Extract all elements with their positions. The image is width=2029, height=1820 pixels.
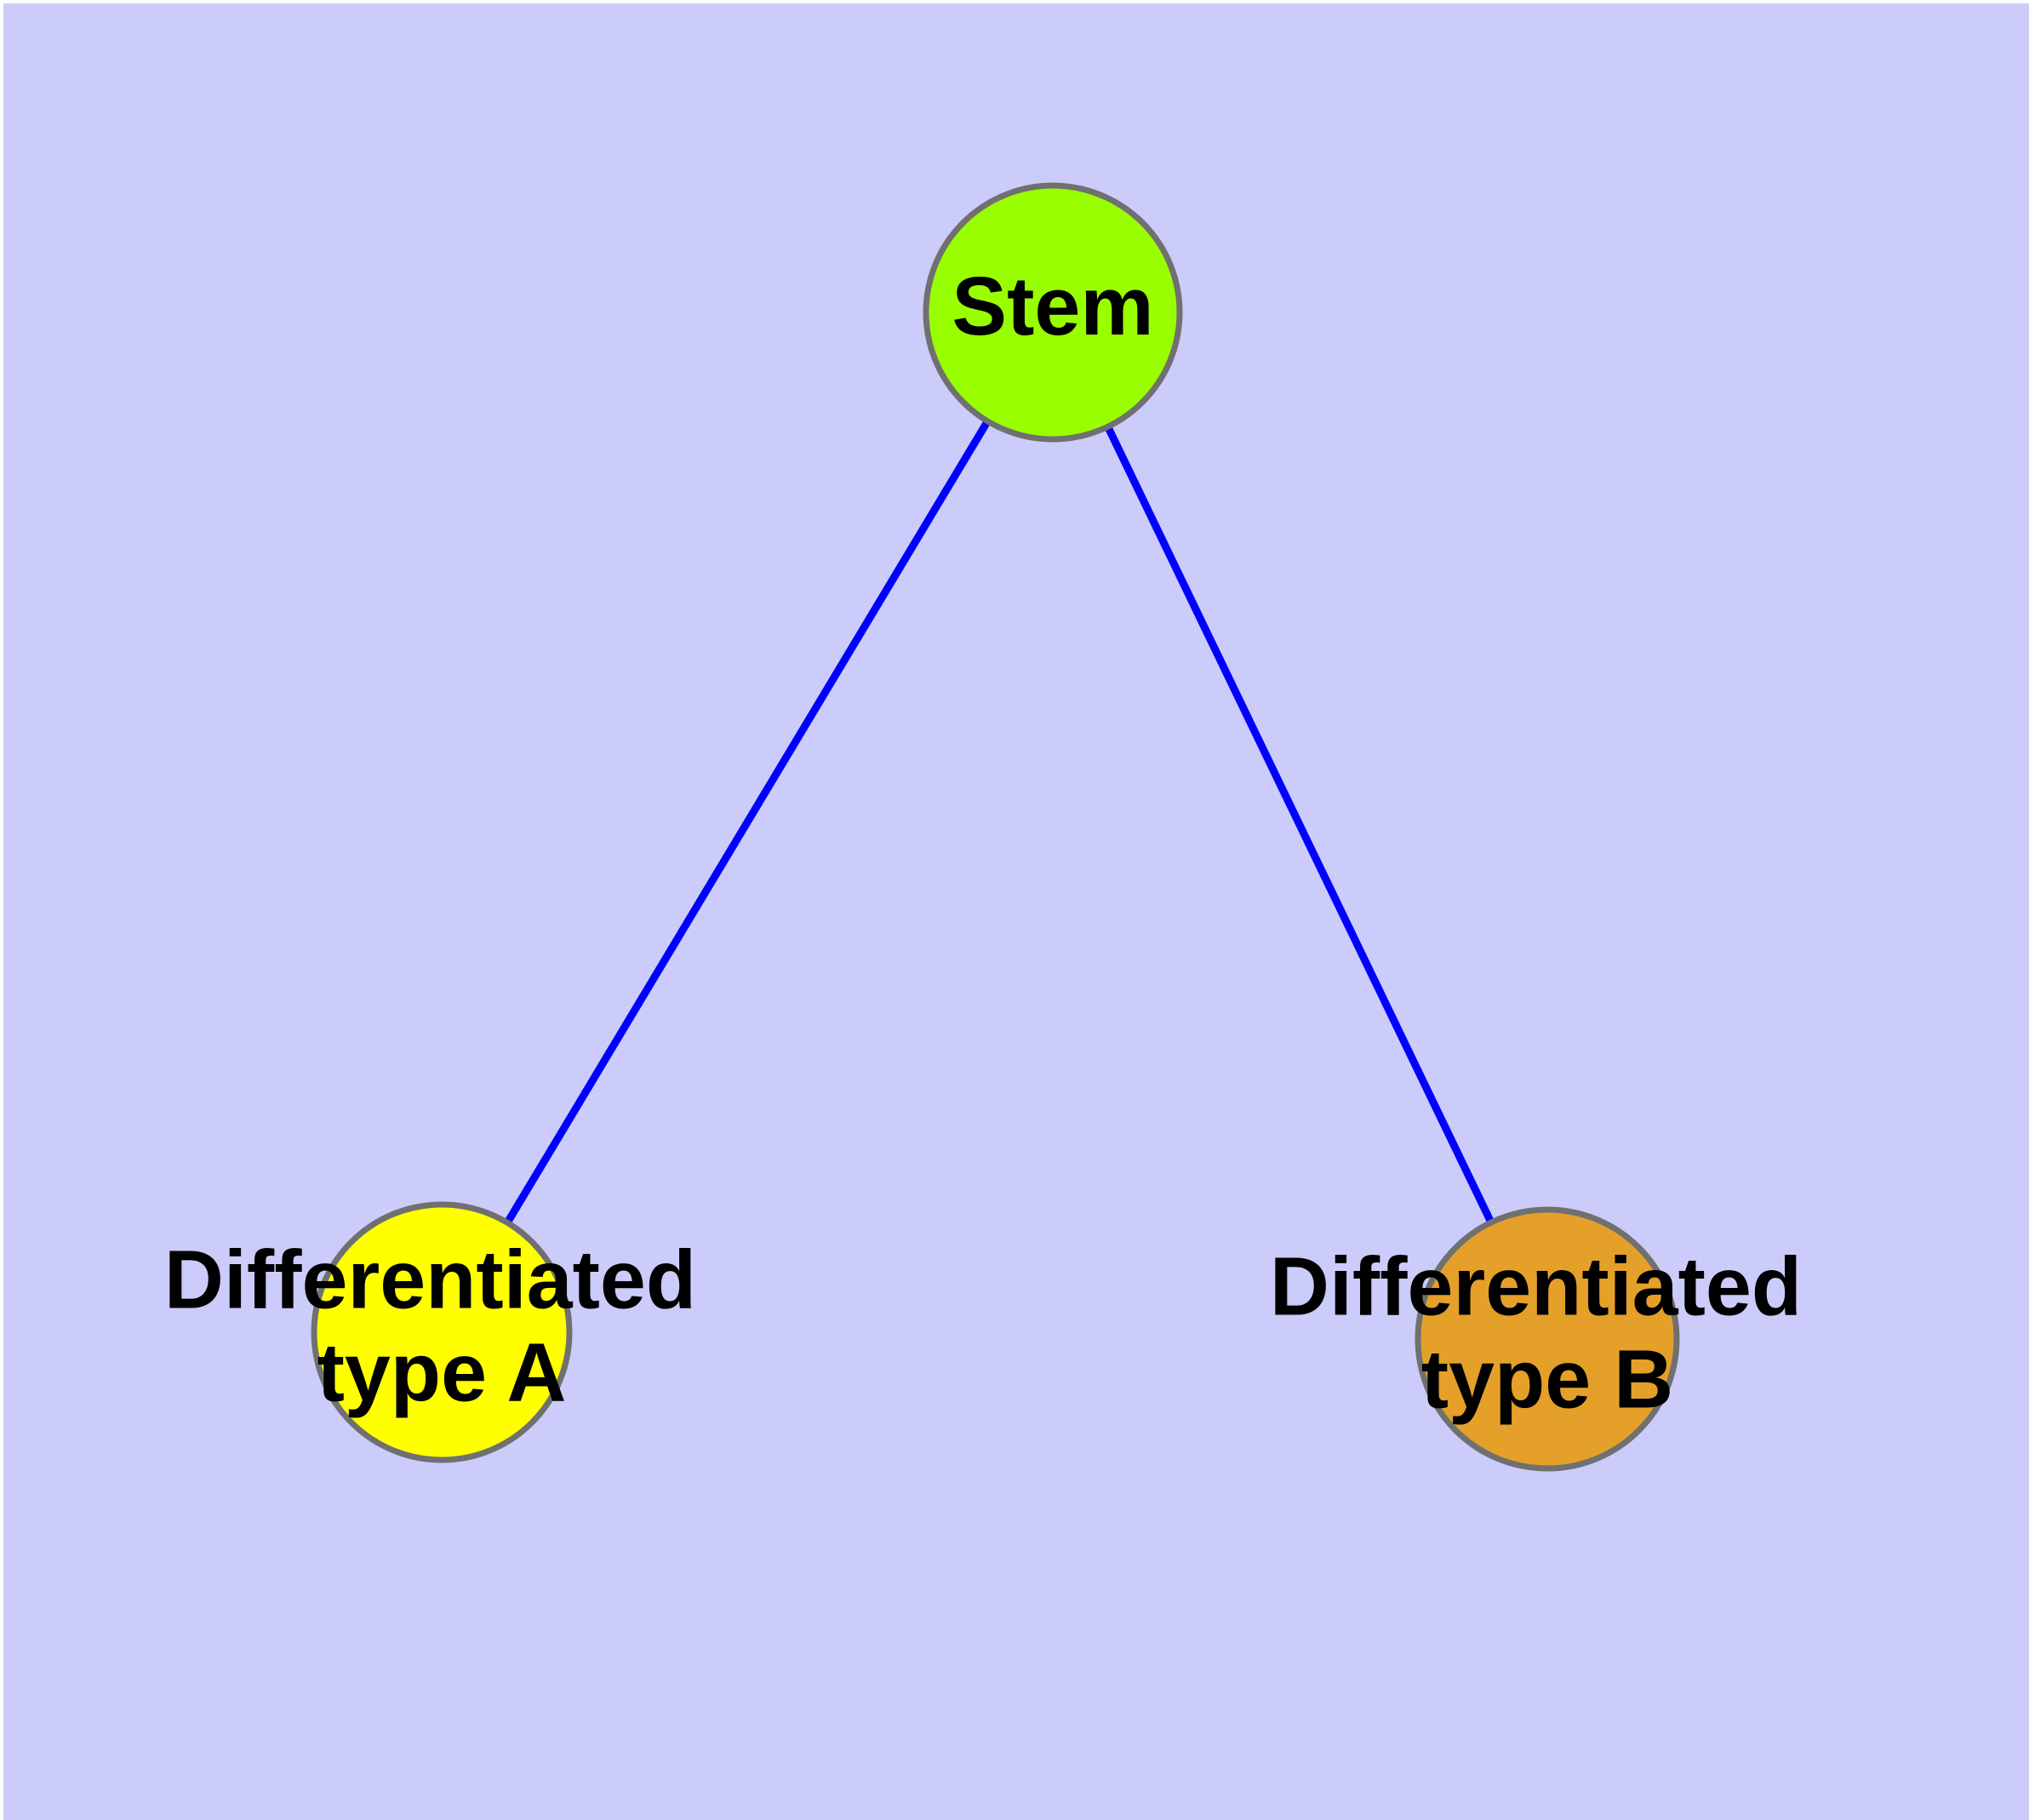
edge-stem-to-differentiated-type-a[interactable] — [504, 419, 992, 1225]
node-layer: Stem Differentiated type A Differentiate… — [164, 182, 1825, 1472]
node-differentiated-type-b[interactable]: Differentiated type B — [1270, 1206, 1825, 1472]
node-differentiated-type-b-label-line-1: Differentiated — [1270, 1239, 1802, 1332]
node-differentiated-type-b-circle[interactable] — [1415, 1206, 1680, 1472]
edge-stem-to-differentiated-type-b[interactable] — [1104, 425, 1495, 1225]
node-differentiated-type-b-label: Differentiated type B — [1270, 1239, 1825, 1425]
node-differentiated-type-a-label-line-1: Differentiated — [164, 1233, 696, 1325]
node-stem-circle[interactable] — [923, 182, 1183, 443]
edge-layer — [504, 419, 1495, 1225]
node-stem[interactable]: Stem — [923, 182, 1183, 443]
node-stem-label: Stem — [952, 260, 1153, 352]
node-differentiated-type-a-label-line-2: type A — [317, 1325, 567, 1418]
node-differentiated-type-a[interactable]: Differentiated type A — [164, 1201, 719, 1463]
node-differentiated-type-a-circle[interactable] — [311, 1201, 573, 1463]
node-differentiated-type-a-label: Differentiated type A — [164, 1233, 719, 1418]
node-stem-label-line-1: Stem — [952, 260, 1153, 352]
node-differentiated-type-b-label-line-2: type B — [1421, 1332, 1673, 1425]
